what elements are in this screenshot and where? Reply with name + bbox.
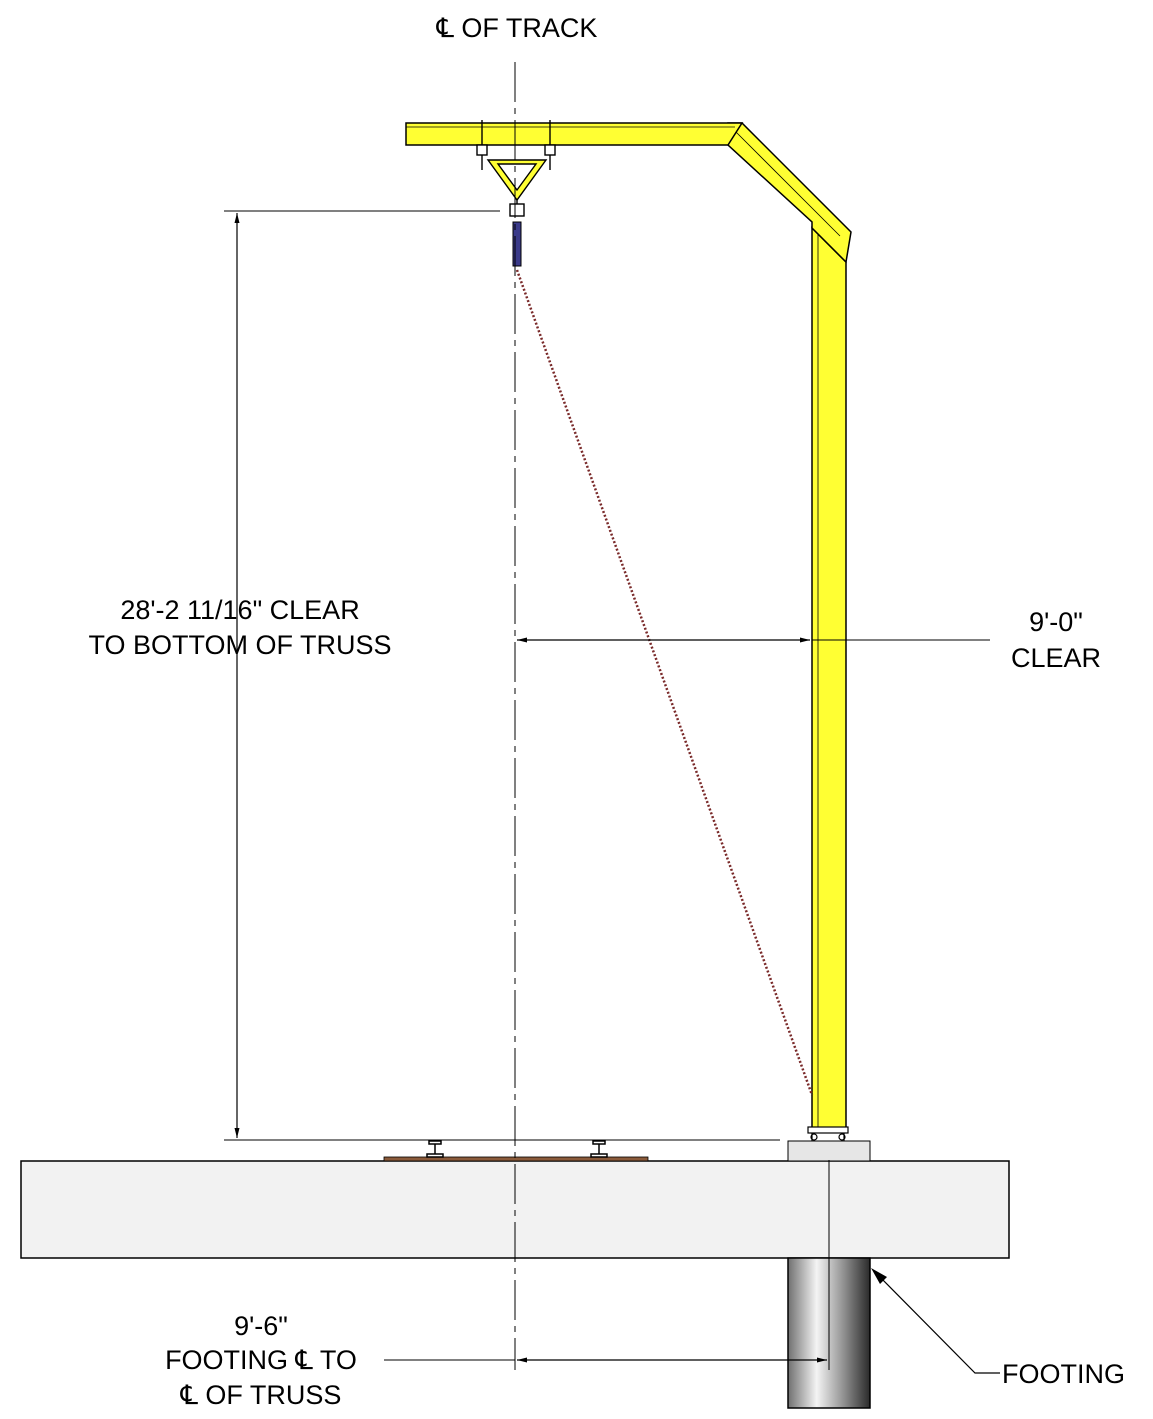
- footing-dist-label-line2: FOOTING ℄ TO: [165, 1345, 357, 1375]
- clear-height-label-line1: 28'-2 11/16" CLEAR: [120, 595, 359, 625]
- base-plate: [787, 1140, 871, 1162]
- hoist-chain: [515, 269, 814, 1096]
- clear-width-label-line2: CLEAR: [1011, 643, 1101, 673]
- rail-right: [590, 1140, 608, 1158]
- clear-height-label-line2: TO BOTTOM OF TRUSS: [88, 630, 391, 660]
- footing-leader: [874, 1271, 1000, 1374]
- column-base-bolts: [807, 1126, 849, 1141]
- hoist-trolley: [476, 120, 556, 217]
- truss-top-beam: [405, 122, 744, 146]
- truss-column: [811, 226, 847, 1130]
- tie-plate: [383, 1156, 649, 1162]
- clear-width-label-line1: 9'-0": [1029, 607, 1083, 637]
- footing-dist-label-line3: ℄ OF TRUSS: [180, 1380, 342, 1410]
- rail-left: [426, 1140, 444, 1158]
- footing-dist-label-line1: 9'-6": [234, 1311, 288, 1341]
- centerline-track-label: ℄ OF TRACK: [436, 13, 598, 43]
- footing-label: FOOTING: [1002, 1359, 1125, 1389]
- truss-knee: [727, 122, 852, 264]
- hoist-body: [512, 221, 522, 267]
